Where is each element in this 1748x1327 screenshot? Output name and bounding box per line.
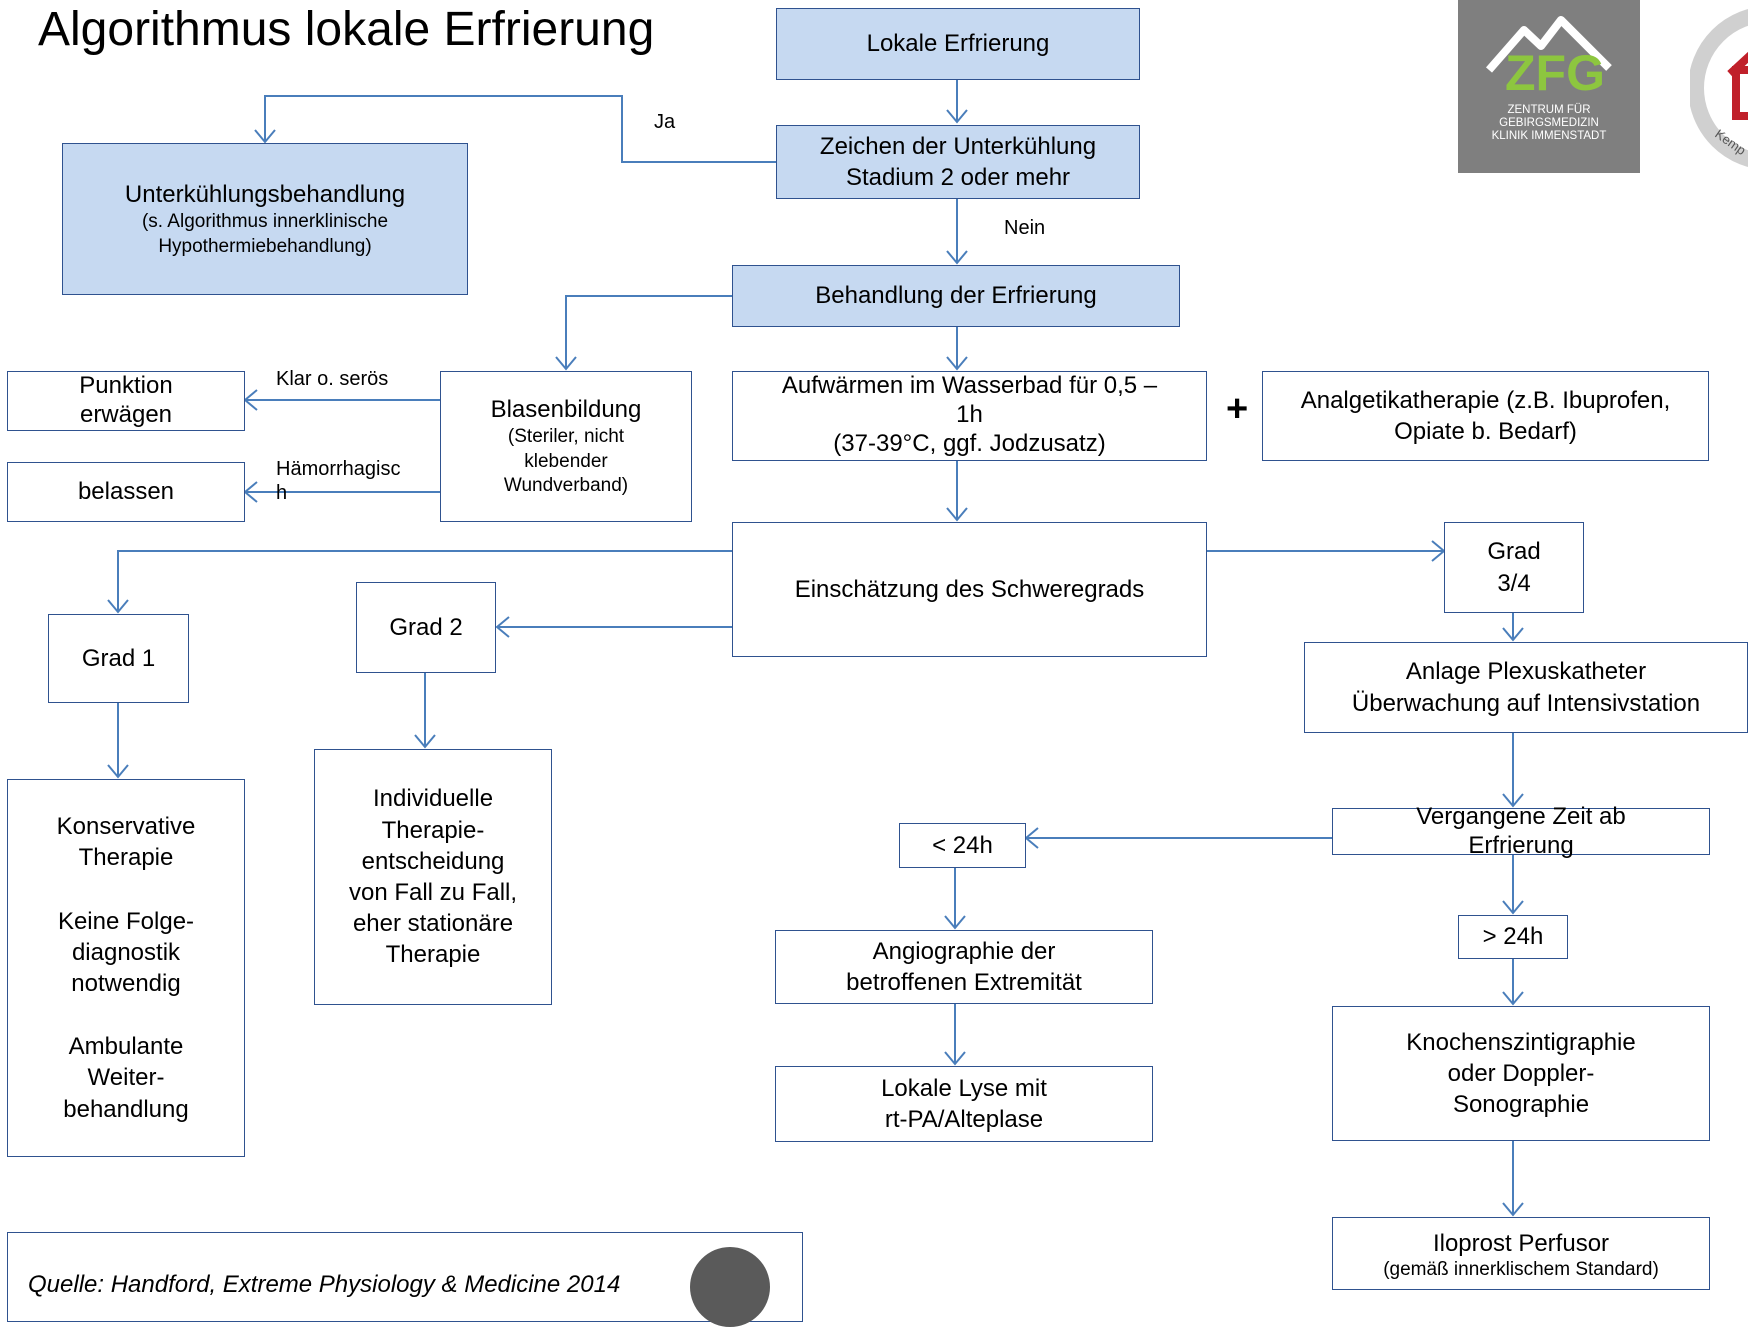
- box-zeichen-unterkuehlung: Zeichen der Unterkühlung Stadium 2 oder …: [776, 125, 1140, 199]
- box-lokale-lyse: Lokale Lyse mit rt-PA/Alteplase: [775, 1066, 1153, 1142]
- journal-logo-icon: [690, 1247, 770, 1327]
- box-blasenbildung: Blasenbildung (Steriler, nicht klebender…: [440, 371, 692, 522]
- box-grad-2: Grad 2: [356, 582, 496, 673]
- logo-line-1: ZENTRUM FÜR: [1507, 104, 1591, 116]
- box-mehr-24h: > 24h: [1458, 915, 1568, 959]
- box-behandlung-erfrierung: Behandlung der Erfrierung: [732, 265, 1180, 327]
- box-belassen: belassen: [7, 462, 245, 522]
- page-title: Algorithmus lokale Erfrierung: [38, 3, 655, 56]
- logo-line-2: GEBIRGSMEDIZIN: [1499, 117, 1599, 130]
- box-knochenszintigraphie: Knochenszintigraphie oder Doppler- Sonog…: [1332, 1006, 1710, 1141]
- zfg-letters: ZFG: [1505, 45, 1605, 100]
- hospital-seal-logo: Kemp: [1690, 9, 1748, 167]
- box-analgetikatherapie: Analgetikatherapie (z.B. Ibuprofen, Opia…: [1262, 371, 1709, 461]
- box-iloprost-perfusor: Iloprost Perfusor (gemäß innerklischem S…: [1332, 1217, 1710, 1290]
- label-klar-seroes: Klar o. serös: [276, 368, 389, 390]
- mountain-logo-icon: ZFG: [1485, 16, 1612, 100]
- box-grad-3-4: Grad 3/4: [1444, 522, 1584, 613]
- box-lokale-erfrierung: Lokale Erfrierung: [776, 8, 1140, 80]
- box-punktion-erwaegen: Punktion erwägen: [7, 371, 245, 431]
- source-text: Quelle: Handford, Extreme Physiology & M…: [28, 1271, 621, 1298]
- arrow-behandlung-to-blasen: [565, 295, 732, 369]
- box-grad-1: Grad 1: [48, 614, 189, 703]
- box-weniger-24h: < 24h: [899, 823, 1026, 868]
- label-haemorrhagisch-1: Hämorrhagisc: [276, 458, 401, 480]
- label-ja: Ja: [654, 111, 676, 133]
- box-konservative-therapie: Konservative Therapie Keine Folge- diagn…: [7, 779, 245, 1157]
- source-citation-box: Quelle: Handford, Extreme Physiology & M…: [7, 1232, 803, 1327]
- connector-lines: [107, 80, 1524, 1217]
- logo-line-3: KLINIK IMMENSTADT: [1491, 130, 1607, 143]
- box-aufwaermen-wasserbad: Aufwärmen im Wasserbad für 0,5 – 1h (37-…: [732, 371, 1207, 461]
- arrow-ja-to-unterkuehlung: [264, 95, 776, 163]
- plus-sign: +: [1226, 388, 1249, 430]
- label-nein: Nein: [1004, 217, 1046, 239]
- box-angiographie: Angiographie der betroffenen Extremität: [775, 930, 1153, 1004]
- box-unterkuehlungsbehandlung: Unterkühlungsbehandlung (s. Algorithmus …: [62, 143, 468, 295]
- zfg-logo: ZFG ZENTRUM FÜR GEBIRGSMEDIZIN KLINIK IM…: [1458, 0, 1640, 173]
- label-haemorrhagisch-2: h: [276, 482, 288, 504]
- box-individuelle-therapie: Individuelle Therapie- entscheidung von …: [314, 749, 552, 1005]
- box-plexuskatheter: Anlage Plexuskatheter Überwachung auf In…: [1304, 642, 1748, 733]
- box-einschaetzung-schweregrad: Einschätzung des Schweregrads: [732, 522, 1207, 657]
- box-vergangene-zeit: Vergangene Zeit ab Erfrierung: [1332, 803, 1710, 859]
- arrow-to-grad1: [117, 550, 732, 612]
